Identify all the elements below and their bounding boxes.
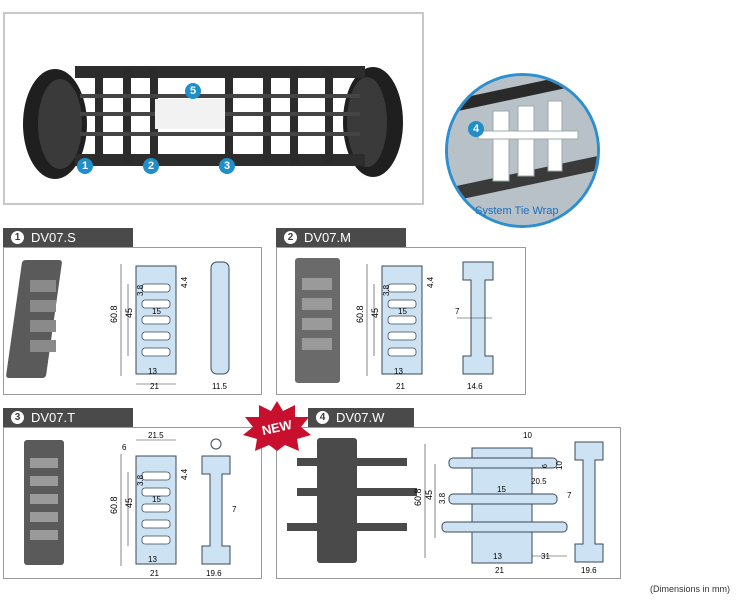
dim-slot: 15 xyxy=(497,485,506,494)
dv07w-drawing: 60.8 45 3.8 15 13 21 19.6 7 10 10 20.5 6… xyxy=(287,431,604,575)
tab-dv07m: 2 DV07.M xyxy=(276,228,406,247)
callout-4: 4 xyxy=(468,121,484,137)
tab-dv07t: 3 DV07.T xyxy=(3,408,133,427)
dim-inner: 45 xyxy=(370,308,380,318)
cable-carrier-illustration xyxy=(23,66,403,179)
dv07s-drawing: 60.8 45 3.8 4.4 15 13 21 11.5 xyxy=(6,260,230,391)
dim-right: 10 xyxy=(555,461,564,470)
dim-width: 21 xyxy=(150,382,159,391)
dim-foot: 13 xyxy=(148,367,157,376)
system-tie-wrap-label: System Tie Wrap xyxy=(475,205,559,217)
dim-web: 7 xyxy=(567,491,572,500)
dim-width: 21 xyxy=(396,382,405,391)
dim-six: 6 xyxy=(542,464,549,468)
dv07m-drawing: 60.8 45 3.8 4.4 15 13 21 14.6 7 xyxy=(295,258,494,391)
product-number-badge: 3 xyxy=(11,411,24,424)
panel-dv07m: 60.8 45 3.8 4.4 15 13 21 14.6 7 xyxy=(276,247,526,395)
dim-side: 19.6 xyxy=(206,569,222,578)
dimensions-note: (Dimensions in mm) xyxy=(649,584,730,594)
dv07t-drawing: 60.8 45 3.8 4.4 15 13 21 19.6 7 21.5 6 xyxy=(24,431,237,578)
dim-lip: 6 xyxy=(122,443,127,452)
dim-top: 4.4 xyxy=(426,276,435,288)
dim-ext: 20.5 xyxy=(531,477,547,486)
system-tie-wrap-detail: 4 xyxy=(445,73,600,228)
new-label: NEW xyxy=(260,417,293,438)
dim-top: 4.4 xyxy=(180,468,189,480)
dim-bar: 3.8 xyxy=(382,284,391,296)
dim-width: 21 xyxy=(495,566,504,575)
dim-side: 14.6 xyxy=(467,382,483,391)
dim-arm: 31 xyxy=(541,552,550,561)
dim-foot: 13 xyxy=(148,555,157,564)
dim-foot: 13 xyxy=(394,367,403,376)
panel-dv07t: 60.8 45 3.8 4.4 15 13 21 19.6 7 21.5 6 xyxy=(3,427,262,579)
dim-slot: 15 xyxy=(152,495,161,504)
callout-3: 3 xyxy=(219,158,235,174)
product-name: DV07.W xyxy=(336,410,385,425)
dim-top: 4.4 xyxy=(180,276,189,288)
panel-dv07s: 60.8 45 3.8 4.4 15 13 21 11.5 xyxy=(3,247,262,395)
dim-side: 19.6 xyxy=(581,566,597,575)
dim-web: 7 xyxy=(455,307,460,316)
tab-dv07s: 1 DV07.S xyxy=(3,228,133,247)
dim-slot: 15 xyxy=(398,307,407,316)
dim-foot: 13 xyxy=(493,552,502,561)
product-name: DV07.M xyxy=(304,230,351,245)
tab-dv07w: 4 DV07.W xyxy=(308,408,414,427)
dim-side: 11.5 xyxy=(212,382,228,391)
dim-height: 60.8 xyxy=(109,305,119,323)
dim-height: 60.8 xyxy=(413,488,423,506)
product-number-badge: 1 xyxy=(11,231,24,244)
dim-inner: 45 xyxy=(424,490,434,500)
product-number-badge: 4 xyxy=(316,411,329,424)
dim-bar: 3.8 xyxy=(438,492,447,504)
product-number-badge: 2 xyxy=(284,231,297,244)
dim-web: 7 xyxy=(232,505,237,514)
new-badge: NEW xyxy=(241,401,313,456)
dim-height: 60.8 xyxy=(355,305,365,323)
callout-1: 1 xyxy=(77,158,93,174)
callout-2: 2 xyxy=(143,158,159,174)
product-name: DV07.S xyxy=(31,230,76,245)
dim-flange: 21.5 xyxy=(148,431,164,440)
dim-slot: 15 xyxy=(152,307,161,316)
dim-width: 21 xyxy=(150,569,159,578)
dim-bar: 3.8 xyxy=(136,284,145,296)
dim-inner: 45 xyxy=(124,498,134,508)
hero-image: 1 2 3 5 xyxy=(3,12,424,205)
dim-height: 60.8 xyxy=(109,496,119,514)
panel-dv07w: 60.8 45 3.8 15 13 21 19.6 7 10 10 20.5 6… xyxy=(276,427,621,579)
callout-5: 5 xyxy=(185,83,201,99)
dim-inner: 45 xyxy=(124,308,134,318)
dim-top: 10 xyxy=(523,431,532,440)
tie-wrap-illustration xyxy=(448,76,597,225)
product-name: DV07.T xyxy=(31,410,76,425)
dim-bar: 3.8 xyxy=(136,474,145,486)
